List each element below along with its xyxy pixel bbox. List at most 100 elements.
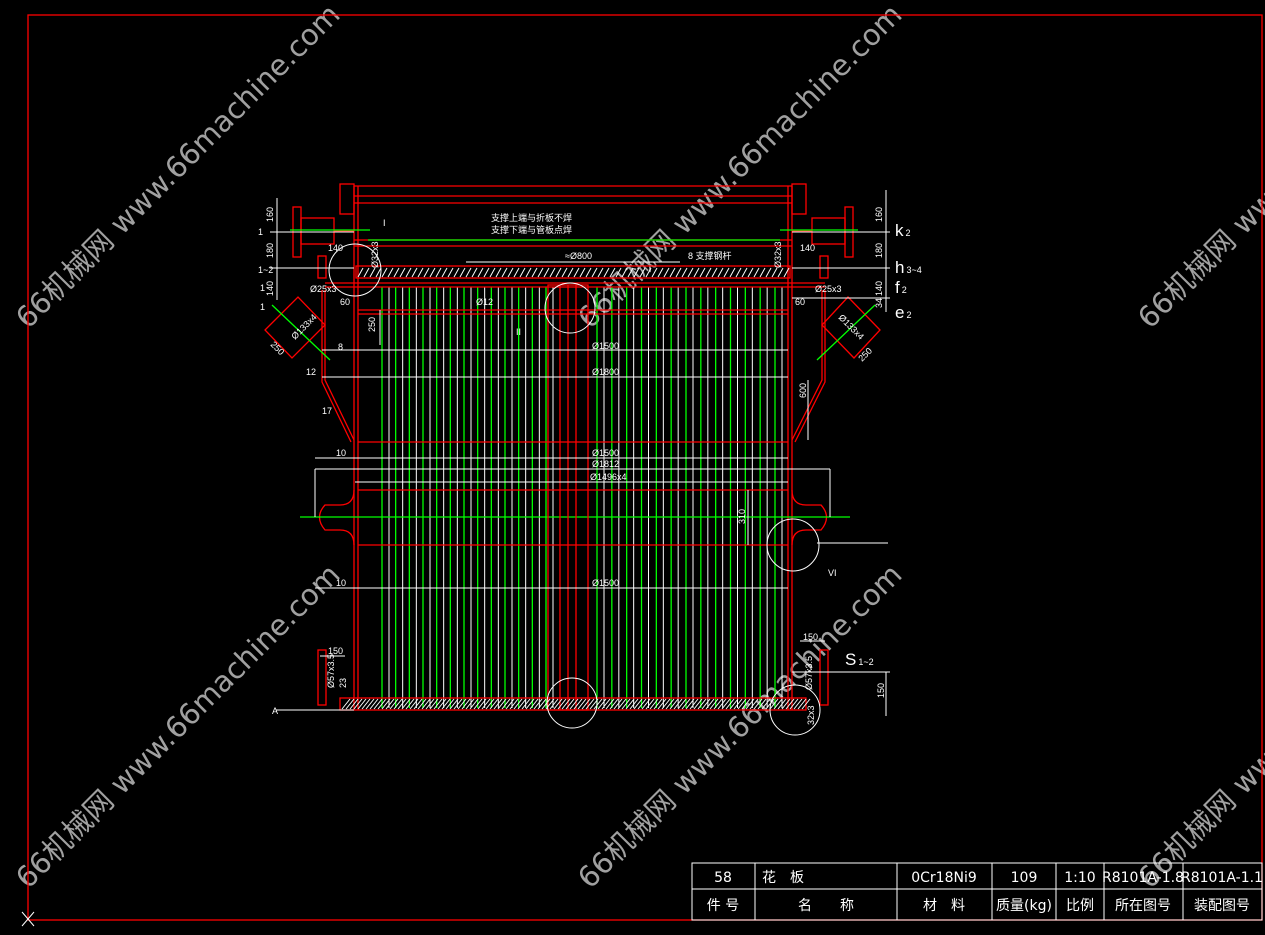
- hatch-line: [711, 267, 718, 278]
- hatch-line: [555, 267, 562, 278]
- hatch-line: [497, 698, 507, 710]
- hatch-line: [653, 698, 663, 710]
- hatch-line: [441, 267, 448, 278]
- hatch-line: [501, 267, 508, 278]
- hatch-line: [757, 698, 767, 710]
- hatch-line: [697, 698, 707, 710]
- hatch-line: [375, 267, 382, 278]
- hatch-line: [723, 267, 730, 278]
- hatch-line: [613, 698, 623, 710]
- hatch-line: [701, 698, 711, 710]
- hatch-line: [645, 698, 655, 710]
- notes: 支撑上端与折板不焊 支撑下端与管板点焊 8 支撑钢杆 I II VI A: [272, 212, 837, 716]
- part-no: 58: [714, 870, 732, 886]
- hatch-line: [709, 698, 719, 710]
- dim: 34: [874, 298, 884, 308]
- hatch-line: [621, 267, 628, 278]
- hatch-line: [609, 267, 616, 278]
- hatch-line: [733, 698, 743, 710]
- hatch-line: [449, 698, 459, 710]
- hatch-line: [781, 698, 791, 710]
- hatch-line: [601, 698, 611, 710]
- scale: 1:10: [1064, 870, 1095, 886]
- hatch-line: [737, 698, 747, 710]
- hatch-line: [481, 698, 491, 710]
- dim: 60: [340, 297, 350, 307]
- watermark: 66机械网 www.66machine.com: [571, 0, 909, 335]
- dim: 10: [336, 448, 346, 458]
- hatch-line: [585, 698, 595, 710]
- hatch-line: [581, 698, 591, 710]
- hatch-line: [505, 698, 515, 710]
- hatch-line: [769, 698, 779, 710]
- hatch-line: [749, 698, 759, 710]
- hatch-line: [401, 698, 411, 710]
- dim: 600: [798, 383, 808, 398]
- hatch-line: [423, 267, 430, 278]
- hatch-tubesheets: [341, 267, 811, 710]
- hatch-line: [477, 698, 487, 710]
- hatch-line: [777, 267, 784, 278]
- part-name: 花 板: [762, 870, 804, 886]
- hatch-line: [729, 698, 739, 710]
- assembly-no: R8101A-1.1: [1181, 870, 1263, 886]
- dim: 32x3: [806, 705, 816, 725]
- hatch-line: [577, 698, 587, 710]
- hatch-line: [507, 267, 514, 278]
- dim: 150: [803, 632, 818, 642]
- hatch-line: [753, 698, 763, 710]
- hatch-line: [693, 698, 703, 710]
- hatch-line: [393, 698, 403, 710]
- hatch-line: [789, 698, 799, 710]
- hatch-line: [549, 267, 556, 278]
- hatch-line: [735, 267, 742, 278]
- detail-label-vi: VI: [828, 568, 837, 578]
- hatch-line: [361, 698, 371, 710]
- dim: 17: [322, 406, 332, 416]
- hatch-line: [369, 267, 376, 278]
- hatch-line: [461, 698, 471, 710]
- hatch-line: [753, 267, 760, 278]
- dim: 180: [874, 243, 884, 258]
- hatch-line: [609, 698, 619, 710]
- dim: Ø1500: [592, 448, 619, 458]
- hatch-line: [777, 698, 787, 710]
- hatch-line: [745, 698, 755, 710]
- tube-bundle: [381, 287, 783, 708]
- hatch-line: [489, 698, 499, 710]
- dim: 140: [874, 281, 884, 296]
- hatch-line: [447, 267, 454, 278]
- hatch-line: [425, 698, 435, 710]
- hatch-line: [501, 698, 511, 710]
- hatch-line: [651, 267, 658, 278]
- hatch-line: [717, 698, 727, 710]
- hatch-line: [353, 698, 363, 710]
- note-support-bottom: 支撑下端与管板点焊: [491, 224, 572, 235]
- hatch-line: [381, 267, 388, 278]
- hatch-line: [801, 698, 811, 710]
- hatch-line: [417, 698, 427, 710]
- header-material: 材 料: [923, 898, 965, 914]
- dim: 10: [336, 578, 346, 588]
- hatch-line: [675, 267, 682, 278]
- hatch-line: [385, 698, 395, 710]
- hatch-line: [579, 267, 586, 278]
- dim: 1: [260, 283, 265, 293]
- hatch-line: [665, 698, 675, 710]
- hatch-line: [363, 267, 370, 278]
- hatch-line: [573, 267, 580, 278]
- hatch-line: [617, 698, 627, 710]
- hatch-line: [747, 267, 754, 278]
- hatch-line: [687, 267, 694, 278]
- hatch-line: [357, 267, 364, 278]
- hatch-line: [553, 698, 563, 710]
- dim: Ø57x3.5: [804, 656, 814, 690]
- hatch-line: [513, 267, 520, 278]
- hatch-line: [465, 698, 475, 710]
- hatch-line: [465, 267, 472, 278]
- hatch-line: [409, 698, 419, 710]
- hatch-line: [399, 267, 406, 278]
- header-part-no: 件 号: [707, 898, 739, 914]
- hatch-line: [445, 698, 455, 710]
- hatch-line: [637, 698, 647, 710]
